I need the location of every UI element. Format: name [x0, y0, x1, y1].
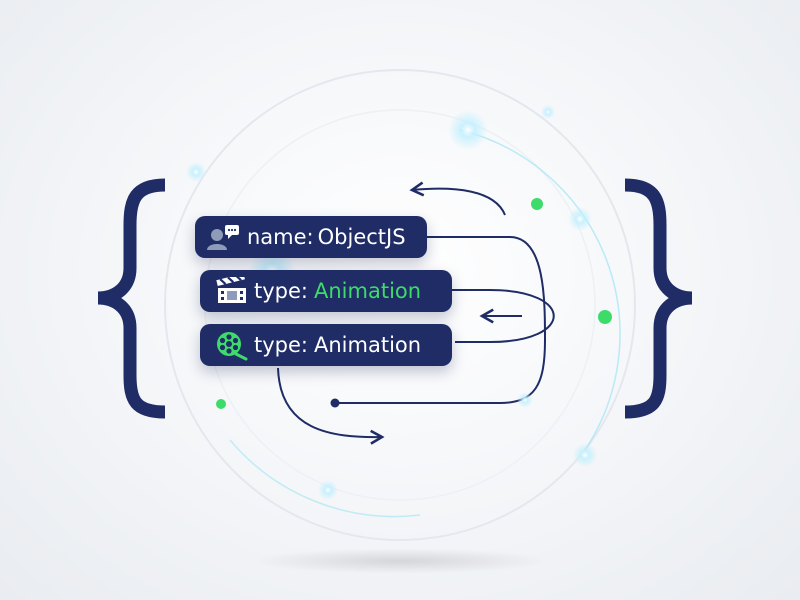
background-ring	[164, 69, 636, 541]
property-key: type:	[254, 279, 308, 303]
property-value: Animation	[314, 333, 422, 357]
connector-dot	[330, 398, 340, 408]
green-dot	[598, 310, 612, 324]
property-key: name:	[247, 225, 314, 249]
glow-sparkle	[186, 162, 206, 182]
glow-sparkle	[318, 480, 338, 500]
glow-sparkle	[448, 110, 488, 150]
left-curly-brace	[97, 178, 166, 419]
property-value: ObjectJS	[317, 225, 406, 249]
glow-sparkle	[573, 443, 597, 467]
floor-shadow	[250, 548, 550, 574]
property-pill-type: type: Animation	[200, 270, 452, 312]
film-clapper-icon	[216, 277, 248, 305]
property-pill-type: type: Animation	[200, 324, 452, 366]
curved-arrow-bottom	[277, 367, 385, 445]
property-pill-name: name: ObjectJS	[195, 216, 427, 258]
glow-arc	[459, 129, 621, 451]
glow-sparkle	[568, 207, 592, 231]
connector-line	[450, 289, 555, 343]
glow-arc	[229, 439, 421, 518]
connector-line	[335, 236, 547, 404]
glow-sparkle	[541, 105, 555, 119]
curved-arrow-top	[409, 181, 506, 216]
film-reel-icon	[214, 329, 248, 361]
property-key: type:	[254, 333, 308, 357]
glow-sparkle	[517, 392, 533, 408]
green-dot	[216, 399, 226, 409]
right-curly-brace	[624, 178, 693, 419]
property-value: Animation	[314, 279, 422, 303]
green-dot	[531, 198, 543, 210]
user-chat-icon	[205, 223, 241, 251]
